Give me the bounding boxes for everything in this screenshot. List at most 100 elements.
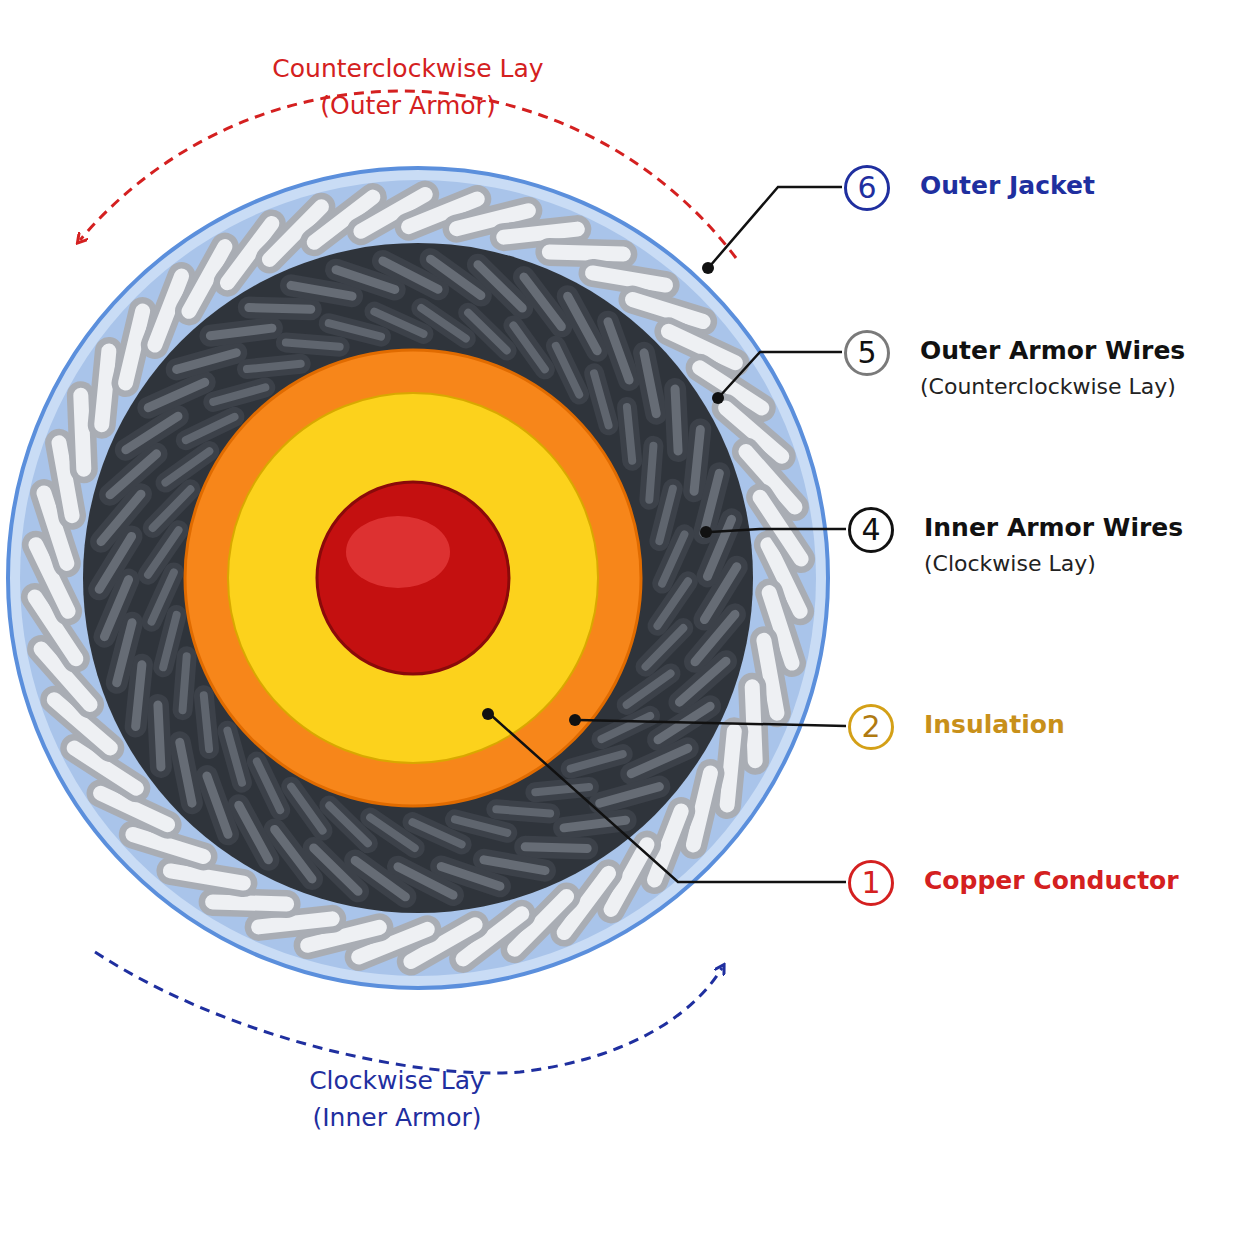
lay-arrow — [95, 952, 722, 1073]
wire-stroke — [126, 416, 178, 450]
wire-stroke — [286, 343, 340, 347]
inner-armor-wires — [99, 259, 737, 897]
wire-stroke — [177, 353, 237, 370]
wire-stroke — [213, 387, 265, 402]
wire-stroke — [148, 382, 205, 407]
part-name: Copper Conductor — [924, 866, 1179, 895]
wire-stroke — [693, 773, 710, 845]
wire-stroke — [117, 623, 132, 683]
wire-stroke — [81, 395, 84, 469]
wire-stroke — [524, 277, 561, 326]
wire-stroke — [455, 819, 507, 832]
wire-stroke — [329, 806, 368, 844]
wire-stroke — [675, 389, 678, 451]
wire-stroke — [468, 313, 507, 351]
callout-number: 1 — [848, 860, 894, 906]
outer-armor-wires — [35, 195, 801, 962]
wire-stroke — [627, 407, 632, 461]
wire-stroke — [126, 311, 143, 383]
outer-jacket — [8, 168, 828, 988]
lay-label: Counterclockwise Lay (Outer Armor) — [243, 50, 573, 124]
wire-stroke — [170, 871, 243, 883]
wire-stroke — [693, 773, 710, 845]
wire-stroke — [525, 847, 587, 849]
wire-stroke — [163, 615, 176, 667]
wire-stroke — [608, 322, 629, 380]
callout: 1 Copper Conductor — [848, 860, 1248, 940]
inner-armor-ground — [83, 243, 753, 913]
wire-stroke — [568, 296, 598, 350]
wire-stroke — [600, 787, 660, 804]
wire-stroke — [524, 277, 561, 326]
callout: 4Inner Armor Wires(Clockwise Lay) — [848, 507, 1248, 587]
insulation — [228, 393, 598, 763]
wire-stroke — [291, 285, 352, 296]
wire-stroke — [329, 323, 381, 336]
copper-conductor — [317, 482, 509, 674]
wire-stroke — [249, 308, 311, 310]
wire-stroke — [600, 787, 660, 804]
wire-stroke — [247, 364, 301, 369]
wire-stroke — [627, 673, 671, 704]
wire-stroke — [329, 323, 381, 336]
wire-stroke — [627, 407, 632, 461]
wire-stroke — [81, 395, 84, 469]
wire-stroke — [601, 716, 650, 739]
wire-stroke — [180, 742, 192, 803]
wire-stroke — [593, 273, 666, 285]
wire-stroke — [213, 902, 287, 904]
wire-stroke — [694, 430, 700, 492]
wire-stroke — [207, 776, 228, 834]
wire-stroke — [644, 353, 656, 414]
wire-stroke — [646, 628, 684, 667]
part-name: Outer Armor Wires — [920, 336, 1185, 365]
callout: 5Outer Armor Wires(Counterclockwise Lay) — [844, 330, 1244, 410]
conductor-highlight — [346, 516, 450, 588]
wire-stroke — [163, 615, 176, 667]
wire-stroke — [484, 860, 545, 871]
wire-stroke — [601, 716, 650, 739]
wire-stroke — [496, 809, 550, 813]
wire-stroke — [455, 819, 507, 832]
wire-stroke — [329, 806, 368, 844]
wire-stroke — [556, 346, 579, 395]
wire-stroke — [239, 805, 269, 859]
wire-stroke — [204, 695, 209, 749]
wire-stroke — [694, 430, 700, 492]
wire-stroke — [259, 919, 333, 927]
wire-stroke — [727, 731, 734, 805]
wire-stroke — [207, 776, 228, 834]
wire-stroke — [257, 761, 280, 810]
callout-number: 4 — [848, 507, 894, 553]
wire-stroke — [659, 489, 672, 541]
wire-stroke — [535, 787, 589, 792]
wire-stroke — [704, 473, 719, 533]
wire-stroke — [649, 446, 653, 500]
wire-stroke — [213, 387, 265, 402]
wire-stroke — [679, 661, 726, 702]
wire-stroke — [158, 705, 161, 767]
lay-note: (Clockwise Lay) — [924, 551, 1096, 576]
wire-stroke — [126, 416, 178, 450]
wire-stroke — [631, 748, 688, 773]
wire-stroke — [170, 871, 243, 883]
wire-stroke — [183, 656, 187, 710]
callout: 6Outer Jacket — [844, 165, 1244, 245]
wire-stroke — [707, 519, 731, 576]
wire-stroke — [468, 313, 507, 351]
wire-stroke — [627, 673, 671, 704]
wire-stroke — [571, 754, 623, 769]
wire-stroke — [649, 446, 653, 500]
callout: 2Insulation — [848, 704, 1248, 784]
wire-stroke — [204, 695, 209, 749]
wire-stroke — [247, 364, 301, 369]
wire-stroke — [727, 731, 734, 805]
wire-stroke — [594, 373, 609, 425]
wire-stroke — [275, 829, 312, 878]
wire-stroke — [136, 665, 142, 727]
wire-stroke — [525, 847, 587, 849]
wire-stroke — [484, 860, 545, 871]
wire-stroke — [631, 748, 688, 773]
callout-number: 2 — [848, 704, 894, 750]
wire-stroke — [136, 665, 142, 727]
